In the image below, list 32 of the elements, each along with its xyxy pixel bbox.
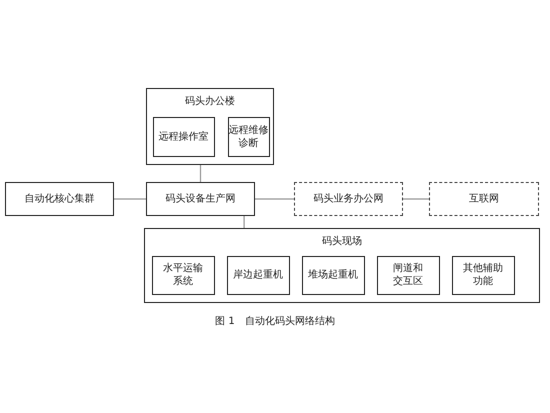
group-title: 码头办公楼 (184, 95, 236, 108)
process-box (226, 256, 290, 294)
process-box (429, 182, 539, 216)
figure-caption: 图 1 自动化码头网络结构 (214, 314, 336, 328)
node-label: 水平运输系统 (162, 262, 204, 288)
process-box (228, 116, 270, 156)
node-label: 码头业务办公网 (312, 192, 384, 206)
connector-line (114, 198, 146, 200)
group-box (144, 228, 540, 303)
node-label: 闸道和交互区 (392, 262, 424, 288)
process-box (152, 256, 214, 294)
process-box (302, 256, 364, 294)
process-box (294, 182, 403, 216)
node-label: 其他辅助功能 (462, 262, 504, 288)
node-label: 远程维修诊断 (228, 124, 268, 150)
node-label: 岸边起重机 (232, 268, 284, 282)
process-box (152, 116, 214, 156)
process-box (376, 256, 440, 294)
group-title: 码头现场 (321, 235, 363, 248)
process-box (5, 182, 114, 216)
process-box (452, 256, 514, 294)
node-label: 互联网 (468, 192, 500, 206)
connector-line (200, 165, 202, 182)
node-label: 码头设备生产网 (164, 192, 236, 206)
group-box (146, 88, 274, 165)
connector-line (244, 216, 245, 228)
node-label: 堆场起重机 (307, 268, 359, 282)
connector-line (403, 198, 429, 200)
node-label: 远程操作室 (158, 130, 210, 143)
connector-line (255, 198, 294, 200)
process-box (146, 182, 255, 216)
node-label: 自动化核心集群 (24, 192, 96, 206)
